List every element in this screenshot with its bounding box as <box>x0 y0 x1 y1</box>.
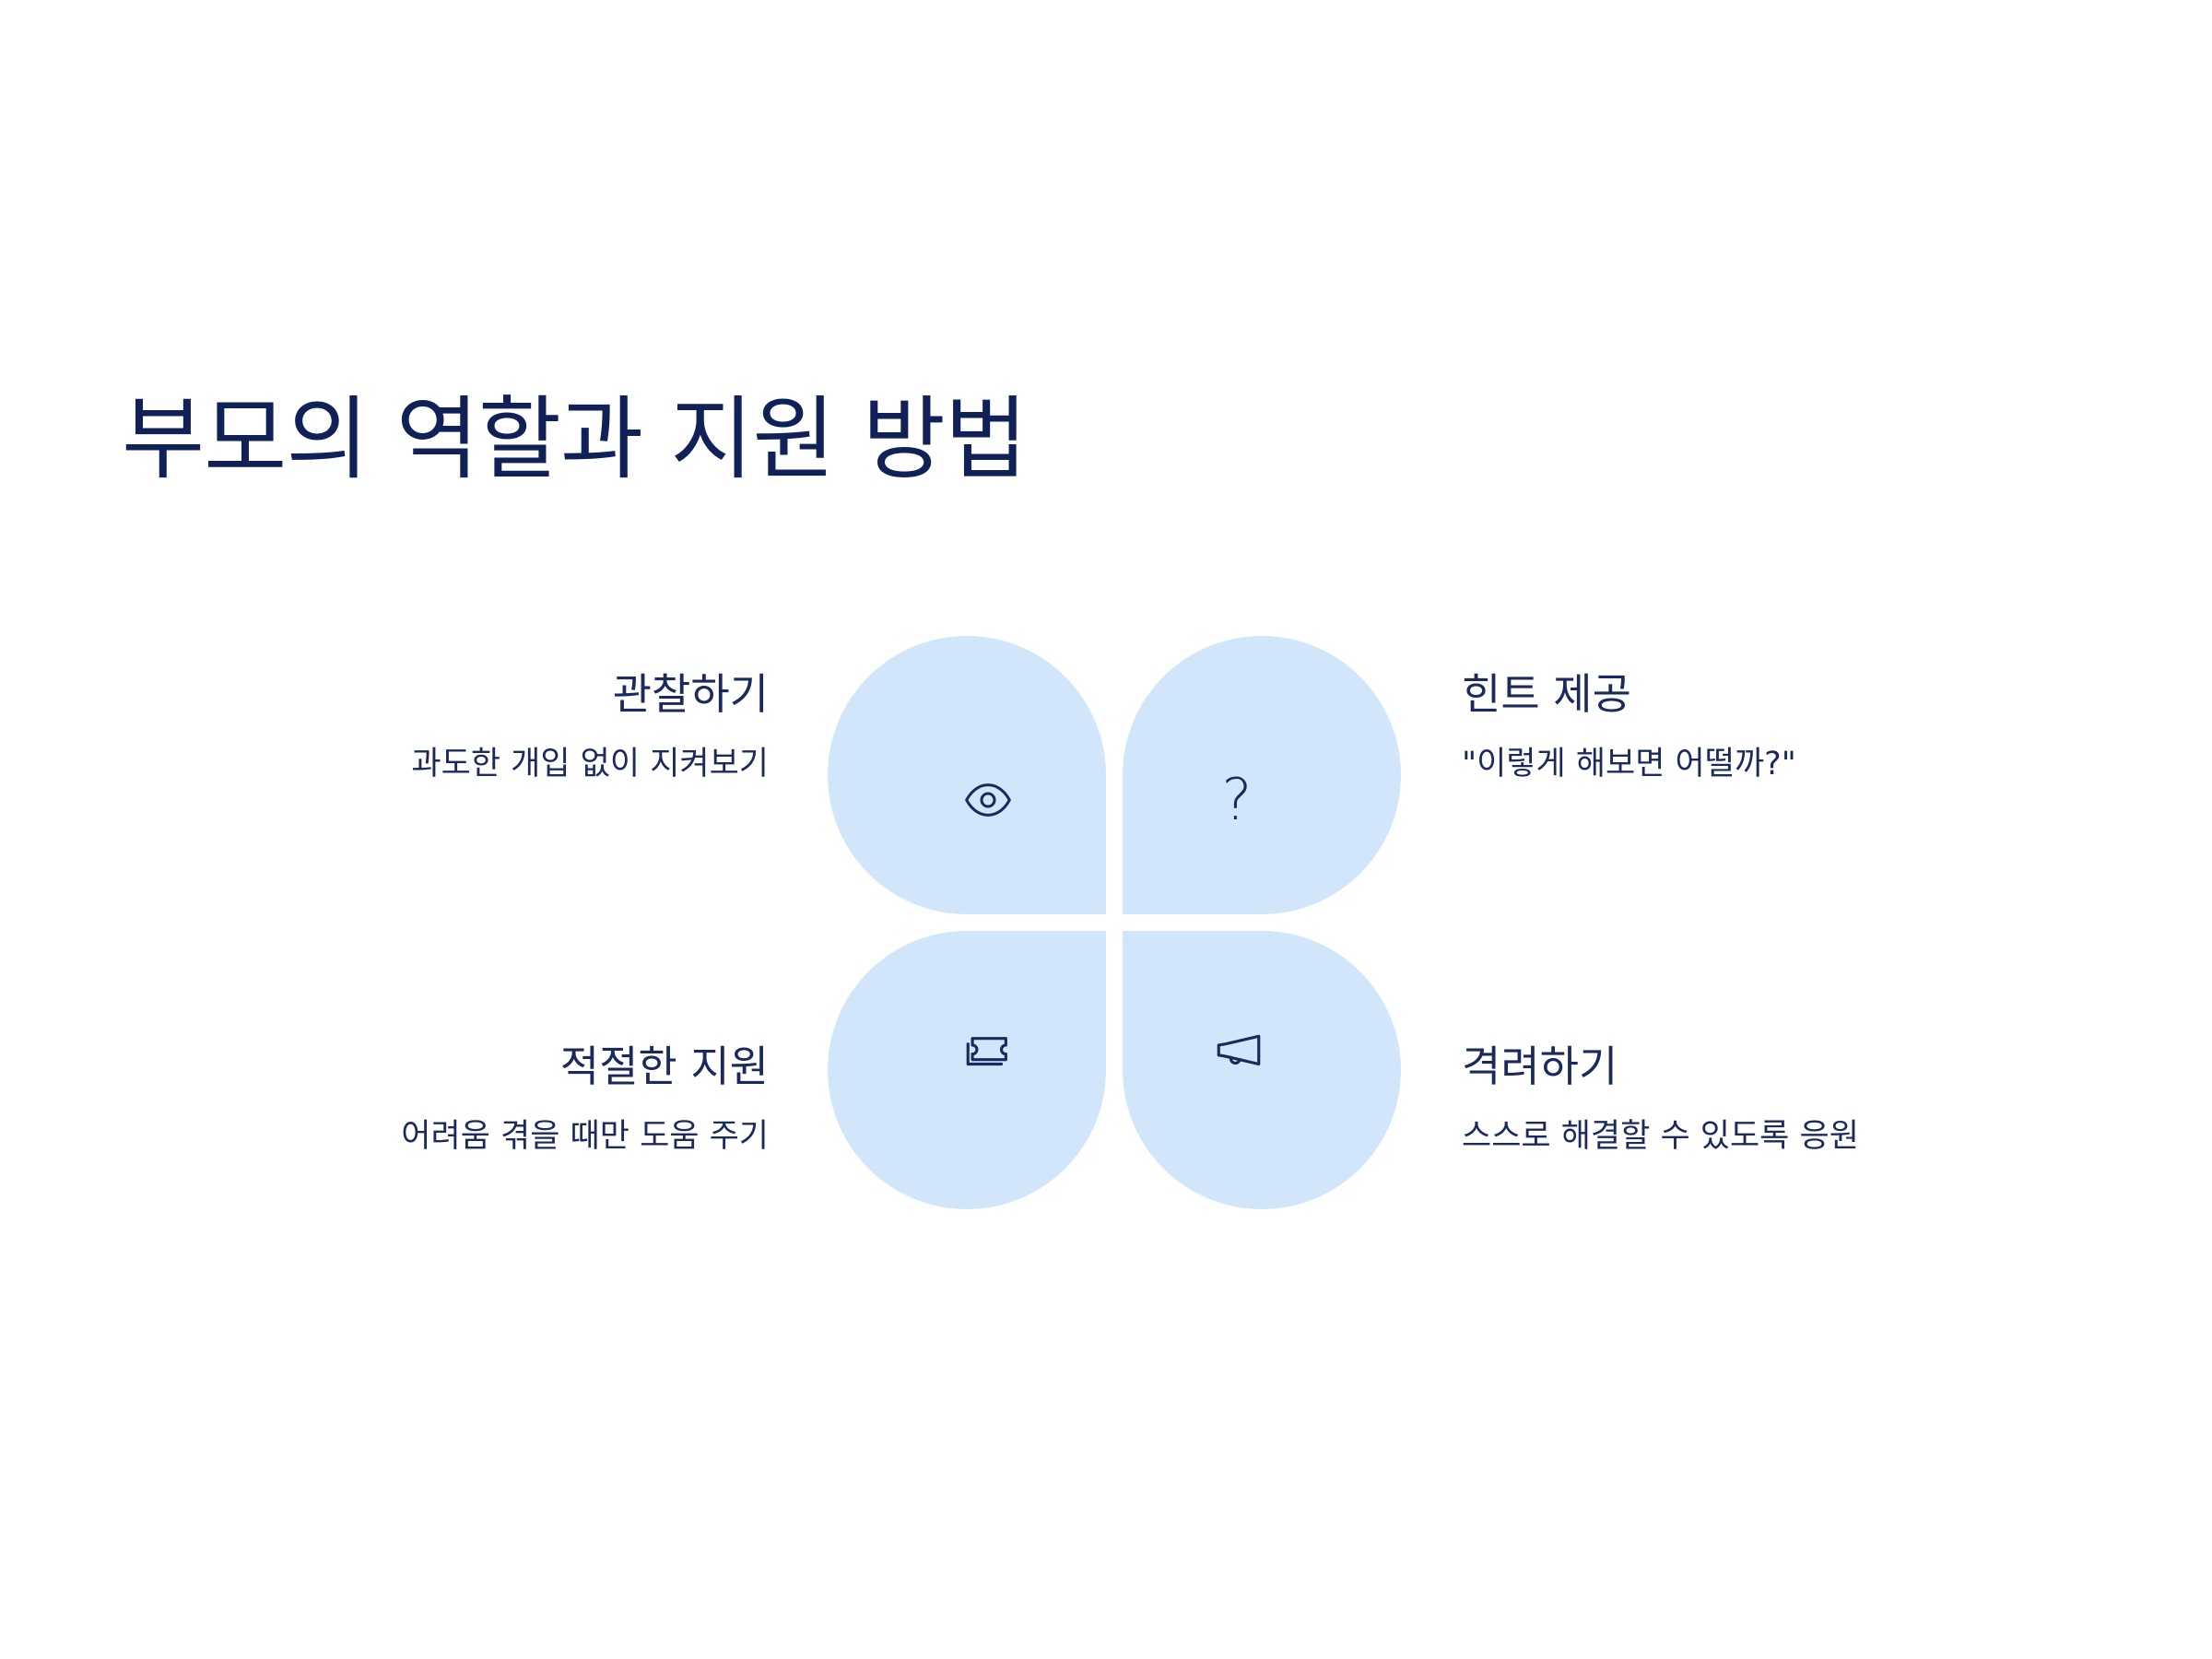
support-block: 적절한 지원 어려움 겪을 때만 도움 주기 <box>289 1041 769 1159</box>
hint-block: 힌트 제공 "이렇게 해보면 어떨까?" <box>1462 669 1941 786</box>
hint-title: 힌트 제공 <box>1462 669 1631 719</box>
observe-title: 관찰하기 <box>612 669 769 719</box>
petal-observe <box>828 636 1106 914</box>
support-title: 적절한 지원 <box>559 1041 769 1091</box>
question-mark-icon: ? <box>1221 766 1253 833</box>
support-description: 어려움 겪을 때만 도움 주기 <box>401 1118 769 1156</box>
ticket-icon <box>959 1021 1018 1080</box>
petal-hint <box>1123 636 1401 914</box>
page-title: 부모의 역할과 지원 방법 <box>122 387 1028 492</box>
eye-icon <box>959 771 1018 830</box>
encourage-title: 격려하기 <box>1462 1041 1618 1091</box>
encourage-block: 격려하기 스스로 해결할 수 있도록 응원 <box>1462 1041 1941 1159</box>
observe-description: 과도한 개입 없이 지켜보기 <box>411 746 769 783</box>
hint-description: "이렇게 해보면 어떨까?" <box>1462 746 1796 783</box>
petal-encourage <box>1123 931 1401 1209</box>
megaphone-icon <box>1209 1021 1268 1080</box>
observe-block: 관찰하기 과도한 개입 없이 지켜보기 <box>289 669 769 786</box>
petal-support <box>828 931 1106 1209</box>
encourage-description: 스스로 해결할 수 있도록 응원 <box>1462 1118 1859 1156</box>
